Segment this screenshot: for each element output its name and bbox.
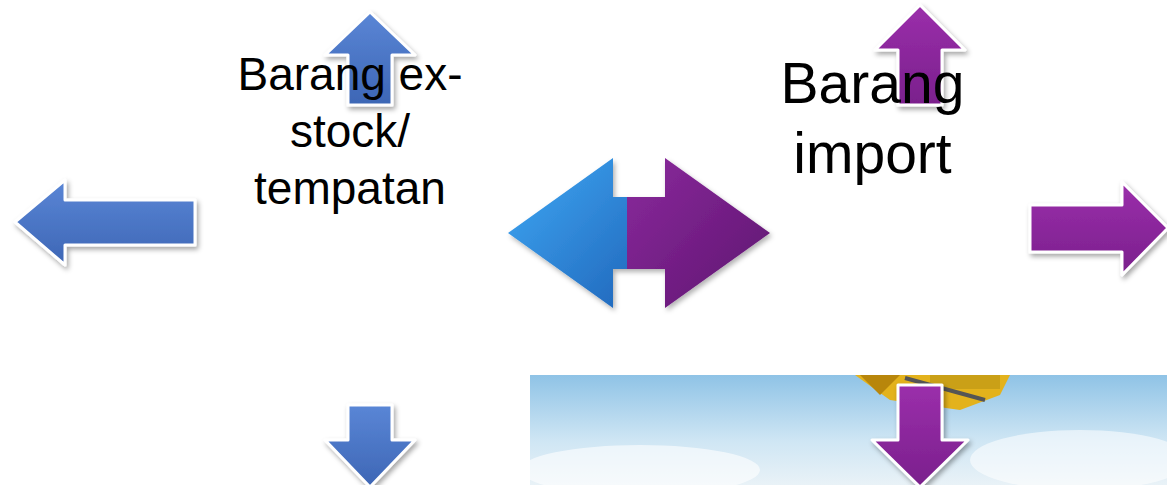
node-label: Barang import xyxy=(765,48,980,188)
double-arrow xyxy=(508,158,770,308)
text-node: Barang import xyxy=(765,40,980,245)
arrow-left xyxy=(15,180,195,265)
text-node: Barang ex-stock/ tempatan xyxy=(200,40,500,245)
arrow-down xyxy=(325,405,415,485)
arrow-down xyxy=(872,385,968,485)
arrow-half xyxy=(627,158,770,308)
arrow-right xyxy=(1030,182,1167,275)
node-label: Barang ex-stock/ tempatan xyxy=(200,46,500,217)
photo-excavator xyxy=(520,375,1167,485)
